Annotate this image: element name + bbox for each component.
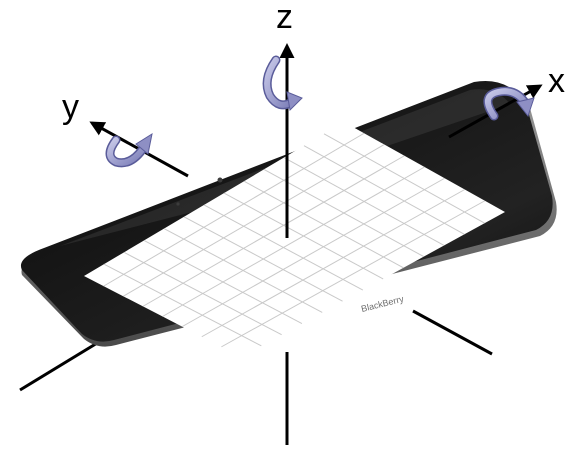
- screen-grid: [103, 132, 486, 348]
- front-camera: [217, 177, 223, 183]
- grid-line-vertical: [243, 180, 404, 269]
- grid-line-vertical: [263, 168, 425, 258]
- x-axis-rear: [412, 309, 493, 356]
- grid-line-vertical: [323, 133, 485, 224]
- grid-line-vertical: [203, 204, 364, 291]
- grid-line-horizontal: [162, 166, 425, 317]
- rotation-arrow-x-icon: [483, 86, 535, 121]
- grid-line-horizontal: [142, 155, 405, 307]
- y-axis-label: y: [62, 88, 79, 126]
- grid-line-vertical: [303, 145, 465, 235]
- rotation-arrow-z-icon: [262, 55, 303, 112]
- rotation-arrow-y-icon: [105, 132, 153, 168]
- grid-line-vertical: [223, 192, 384, 280]
- grid-line-vertical: [103, 263, 262, 347]
- grid-line-horizontal: [103, 132, 365, 287]
- grid-line-vertical: [143, 240, 303, 324]
- grid-line-horizontal: [122, 144, 385, 297]
- grid-line-vertical: [123, 251, 282, 336]
- grid-line-vertical: [183, 216, 343, 302]
- x-axis-label: x: [548, 62, 565, 100]
- grid-line-horizontal: [181, 177, 445, 328]
- brand-logo: BlackBerry: [360, 294, 405, 314]
- grid-line-vertical: [163, 228, 323, 313]
- grid-line-horizontal: [201, 189, 465, 338]
- grid-line-vertical: [283, 157, 445, 246]
- light-sensor: [176, 202, 180, 206]
- grid-line-horizontal: [221, 200, 486, 348]
- z-axis-label: z: [276, 0, 293, 36]
